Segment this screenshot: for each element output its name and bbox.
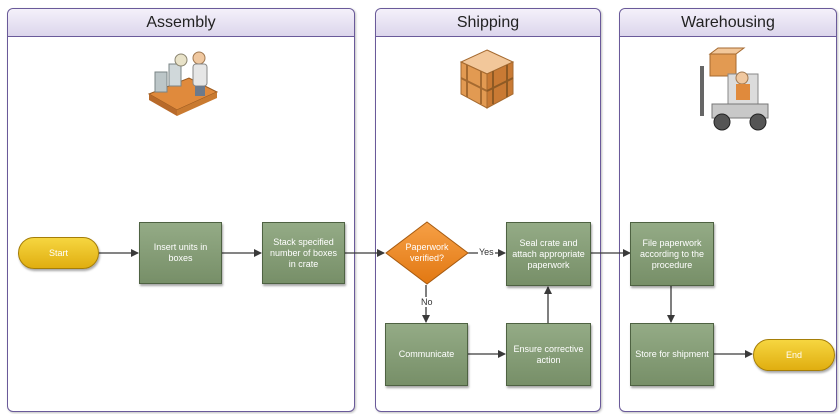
crate-icon	[459, 49, 515, 109]
decision-label: Paperwork verified?	[405, 242, 449, 263]
lane-title-assembly: Assembly	[8, 9, 354, 37]
end-node[interactable]: End	[753, 339, 835, 371]
lane-title-warehousing: Warehousing	[620, 9, 836, 37]
forklift-icon	[700, 47, 769, 131]
assembly-worker-icon	[147, 51, 219, 116]
process-store-shipment[interactable]: Store for shipment	[630, 323, 714, 386]
process-file-paperwork[interactable]: File paperwork according to the procedur…	[630, 222, 714, 286]
decision-paperwork-verified[interactable]: Paperwork verified?	[385, 221, 469, 285]
process-ensure-action[interactable]: Ensure corrective action	[506, 323, 591, 386]
process-stack-boxes[interactable]: Stack specified number of boxes in crate	[262, 222, 345, 284]
process-insert-units[interactable]: Insert units in boxes	[139, 222, 222, 284]
edge-label-yes: Yes	[478, 247, 495, 257]
decision-diamond-shape	[385, 221, 469, 285]
start-node[interactable]: Start	[18, 237, 99, 269]
process-communicate[interactable]: Communicate	[385, 323, 468, 386]
process-seal-crate[interactable]: Seal crate and attach appropriate paperw…	[506, 222, 591, 286]
edge-label-no: No	[420, 297, 434, 307]
lane-title-shipping: Shipping	[376, 9, 600, 37]
